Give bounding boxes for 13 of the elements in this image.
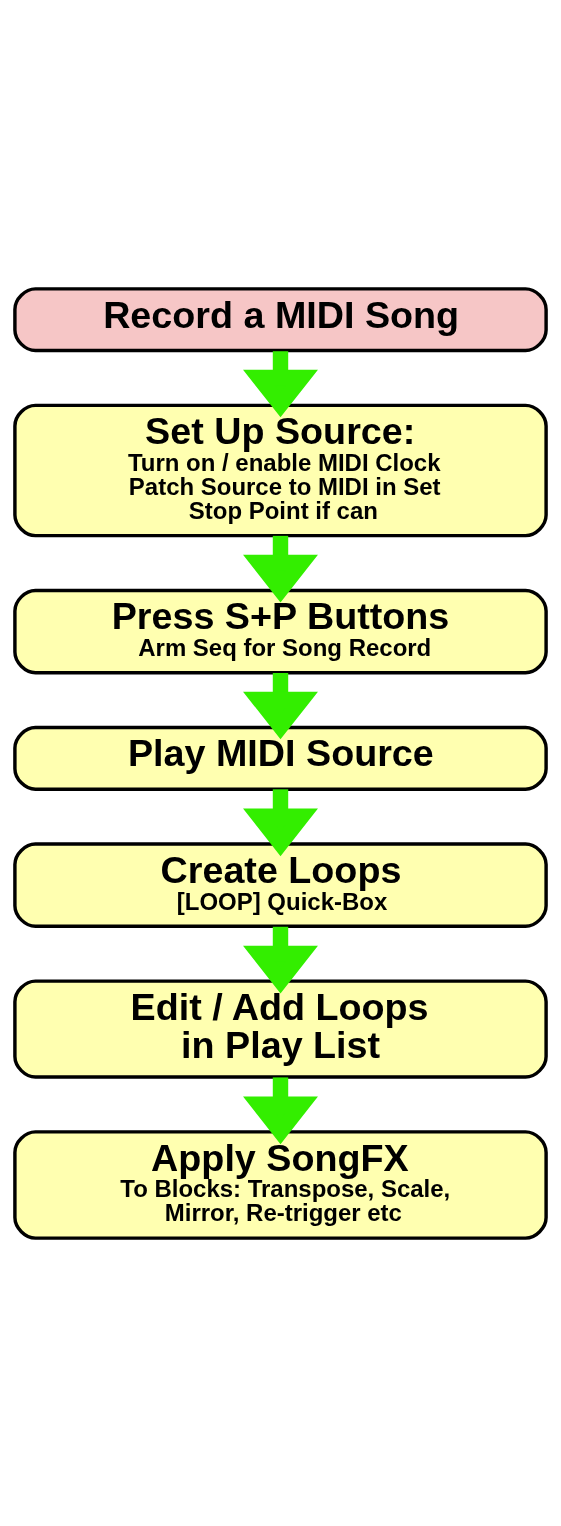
node-box: Edit / Add Loops in Play List [13,978,548,1079]
arrow [243,788,318,856]
node-box: Play MIDI Source [13,725,548,791]
arrow [243,535,318,602]
node-box: Record a MIDI Song [13,286,548,352]
arrow [243,350,318,417]
arrow [243,1076,318,1144]
node-box: Press S+P Buttons Arm Seq for Song Record [13,588,548,674]
node-box: Set Up Source: Turn on / enable MIDI Clock Patch Source to MIDI in Set Stop Point if can [13,403,548,537]
arrow [243,672,318,739]
node-box: Create Loops [LOOP] Quick-Box [13,841,548,928]
node-box: Apply SongFX To Blocks: Transpose, Scale, Mirror, Re-trigger etc [13,1129,548,1240]
arrow [243,926,318,993]
